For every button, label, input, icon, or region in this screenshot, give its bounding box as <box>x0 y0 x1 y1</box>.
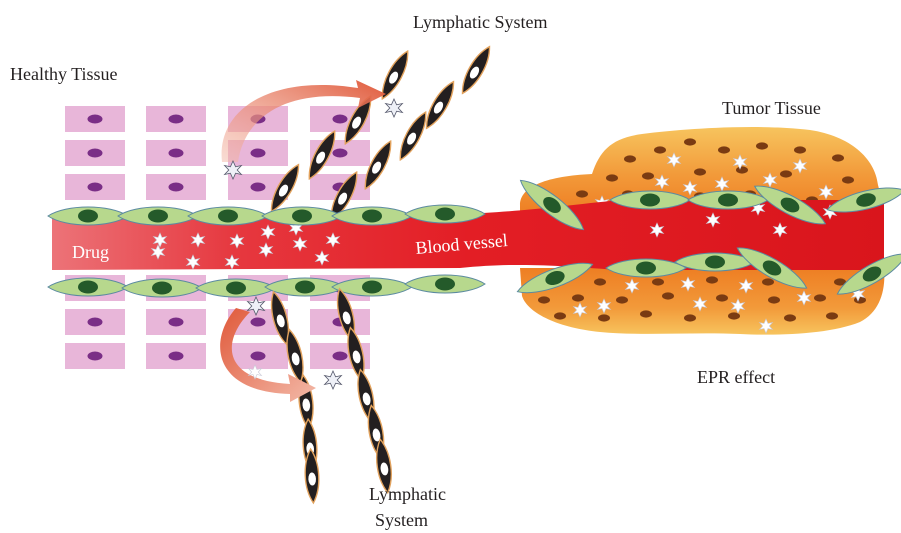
lymphatic-system-bottom-label-line2: System <box>375 510 428 530</box>
tumor-tissue-label: Tumor Tissue <box>722 98 821 118</box>
lymphatic-cells-top <box>266 43 496 223</box>
lymphatic-system-top-label: Lymphatic System <box>413 12 548 32</box>
lymphatic-system-bottom-label-line1: Lymphatic <box>369 484 446 504</box>
drug-label: Drug <box>72 242 109 262</box>
epr-effect-label: EPR effect <box>697 367 775 387</box>
healthy-tissue-label: Healthy Tissue <box>10 64 118 84</box>
